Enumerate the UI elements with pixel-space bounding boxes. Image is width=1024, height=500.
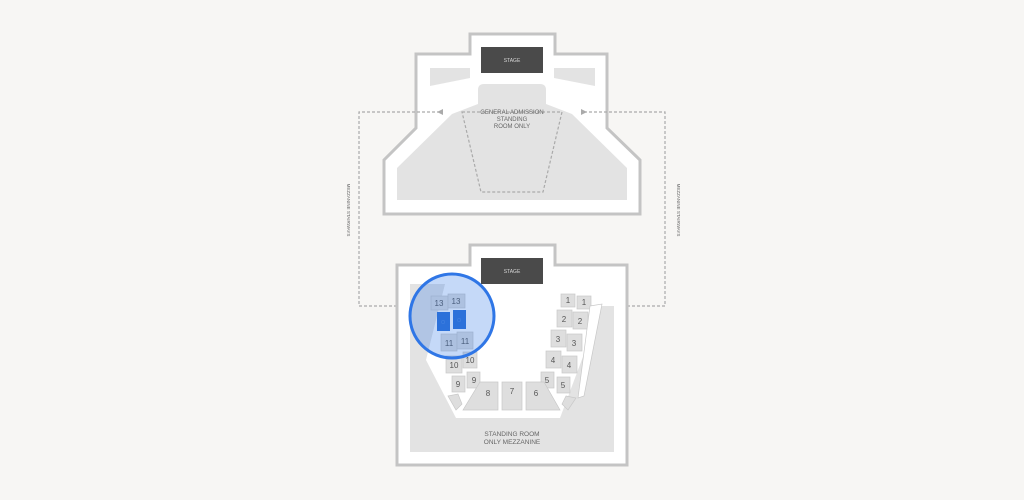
section-label: 2 <box>562 315 567 324</box>
selected-seat-marker-icon: ◌ <box>441 319 445 326</box>
section-label: 10 <box>450 361 459 370</box>
section-box[interactable] <box>462 381 499 411</box>
section-label: 11 <box>461 337 470 346</box>
section-label: 2 <box>578 317 583 326</box>
standing-pit-outline <box>461 111 563 193</box>
stairway-right-label: MEZZANINE STAIRWAYS <box>676 184 681 237</box>
upper-wing-left <box>430 68 470 86</box>
section-box[interactable] <box>447 293 466 309</box>
section-label: 9 <box>456 380 461 389</box>
section-box[interactable] <box>576 295 592 310</box>
section-box[interactable] <box>445 355 463 374</box>
section-label: 4 <box>551 356 556 365</box>
stairway-left-label: MEZZANINE STAIRWAYS <box>346 184 351 237</box>
section-box[interactable] <box>456 331 474 350</box>
section-label: 4 <box>567 361 572 370</box>
section-box[interactable] <box>556 309 573 328</box>
section-box[interactable] <box>501 381 523 411</box>
standing-mezzanine-area[interactable] <box>410 284 614 452</box>
section-label: 5 <box>545 376 550 385</box>
lower-stage-label: STAGE <box>504 269 521 275</box>
section-box[interactable] <box>550 329 567 348</box>
right-sections: 1 1 2 2 3 3 4 4 5 5 <box>540 293 603 411</box>
section-label: 1 <box>582 298 587 307</box>
section-box[interactable] <box>525 381 561 411</box>
stair-arrow-right-icon <box>581 109 587 115</box>
section-box[interactable] <box>466 371 481 389</box>
upper-stage-label: STAGE <box>504 58 521 64</box>
selected-seat-block[interactable] <box>437 312 450 331</box>
section-label: 13 <box>452 297 461 306</box>
section-box[interactable] <box>561 395 577 411</box>
selection-highlight <box>408 272 496 360</box>
section-label: 10 <box>466 356 475 365</box>
upper-floor: STAGE GENERAL ADMISSION STANDING ROOM ON… <box>382 32 642 216</box>
section-box[interactable] <box>545 350 562 369</box>
section-box[interactable] <box>556 376 571 394</box>
section-box[interactable] <box>561 355 578 374</box>
section-box[interactable] <box>560 293 576 308</box>
selected-seat-block[interactable] <box>453 310 466 329</box>
center-sections: 8 7 6 <box>462 381 561 411</box>
mezzanine-stairways: MEZZANINE STAIRWAYS MEZZANINE STAIRWAYS <box>346 109 681 307</box>
stairway-left-path <box>358 111 440 307</box>
section-label: 13 <box>435 299 444 308</box>
upper-wing-right <box>554 68 595 86</box>
left-sections: 13 13 ◌ ◌ 11 11 10 10 9 9 <box>430 293 481 411</box>
mezzanine-label-line2: ONLY MEZZANINE <box>484 439 541 446</box>
mezzanine-label-line1: STANDING ROOM <box>484 431 539 438</box>
ga-label-line2: STANDING <box>497 117 528 123</box>
general-admission-area[interactable] <box>397 84 627 200</box>
section-box[interactable] <box>451 375 466 393</box>
upper-stage <box>481 47 543 73</box>
section-label: 7 <box>510 387 515 396</box>
ga-label-line3: ROOM ONLY <box>494 124 530 130</box>
section-label: 6 <box>534 389 539 398</box>
section-label: 3 <box>556 335 561 344</box>
section-label: 1 <box>566 296 571 305</box>
section-box[interactable] <box>566 333 583 352</box>
stair-arrow-left-icon <box>437 109 443 115</box>
lower-floor: STAGE STANDING ROOM ONLY MEZZANINE 13 13… <box>395 243 629 467</box>
ga-label-line1: GENERAL ADMISSION <box>480 110 543 116</box>
section-label: 5 <box>561 381 566 390</box>
right-rail <box>577 303 603 399</box>
selected-seat-marker-icon: ◌ <box>457 317 461 324</box>
lower-stage <box>481 258 543 284</box>
section-label: 11 <box>445 339 454 348</box>
section-label: 9 <box>472 376 477 385</box>
section-box[interactable] <box>447 393 463 411</box>
stairway-right-path <box>584 111 666 307</box>
section-label: 3 <box>572 339 577 348</box>
section-label: 8 <box>486 389 491 398</box>
